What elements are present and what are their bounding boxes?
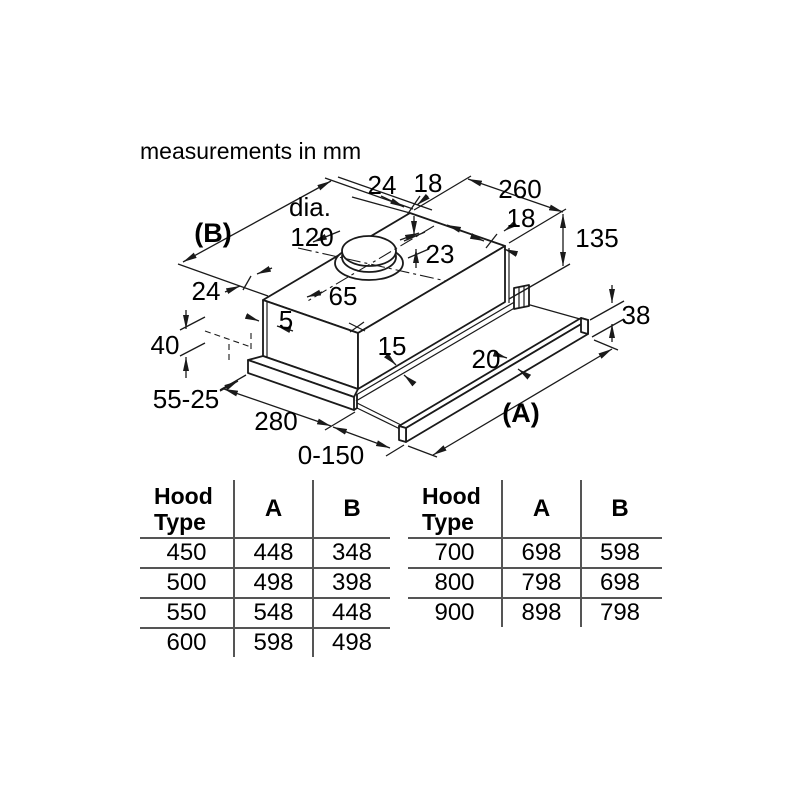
- label-back-24: 24: [192, 276, 221, 306]
- mounting-bracket: [513, 284, 530, 310]
- label-rail-15: 15: [378, 331, 407, 361]
- label-overall-b: (B): [194, 218, 231, 248]
- cell: 448: [331, 599, 373, 626]
- cell: 798: [599, 599, 641, 626]
- dimension-labels: (B) 24 18 260 18 135 dia. 120 23 65 24 5…: [151, 168, 651, 470]
- cell: 800: [408, 569, 503, 597]
- label-top-24: 24: [368, 170, 397, 200]
- cell: 398: [331, 569, 373, 596]
- hood-dimension-diagram: measurements in mm: [140, 138, 651, 470]
- cell: 598: [235, 629, 314, 657]
- phantom-lines: [204, 330, 252, 361]
- header-a: A: [235, 480, 314, 537]
- cell: 498: [331, 629, 373, 656]
- label-adjust-range: 55-25: [153, 384, 220, 414]
- cell: 700: [408, 539, 503, 567]
- hood-type-table-small: Hood Type A B 450 448 348 500 498 398 55…: [140, 480, 390, 657]
- table-row: 700 698 598: [408, 537, 662, 567]
- label-bar-38: 38: [622, 300, 651, 330]
- cell: 450: [140, 539, 235, 567]
- mounting-mark: [348, 321, 366, 333]
- table-row: 800 798 698: [408, 567, 662, 597]
- duct-collar: [334, 235, 404, 281]
- cell: 600: [140, 629, 235, 657]
- cell: 898: [503, 599, 582, 627]
- header-hood-type: Hood Type: [140, 480, 235, 537]
- label-overall-a: (A): [502, 398, 539, 428]
- cell: 598: [599, 539, 641, 566]
- label-collar-23: 23: [426, 239, 455, 269]
- table-row: 500 498 398: [140, 567, 390, 597]
- cell: 550: [140, 599, 235, 627]
- table-row: 600 598 498: [140, 627, 390, 657]
- table-header: Hood Type A B: [140, 480, 390, 537]
- cell: 548: [235, 599, 314, 627]
- label-dia-value: 120: [290, 222, 333, 252]
- label-adjust-40: 40: [151, 330, 180, 360]
- header-b: B: [343, 494, 361, 522]
- cell: 448: [235, 539, 314, 567]
- label-dia-word: dia.: [289, 192, 331, 222]
- label-bar-20: 20: [472, 344, 501, 374]
- label-height-135: 135: [575, 223, 618, 253]
- label-lip-5: 5: [279, 305, 293, 335]
- label-depth-260: 260: [498, 174, 541, 204]
- table-row: 900 898 798: [408, 597, 662, 627]
- cell: 698: [503, 539, 582, 567]
- cell: 500: [140, 569, 235, 597]
- cell: 698: [599, 569, 641, 596]
- label-pullout-range: 0-150: [298, 440, 365, 470]
- header-b: B: [611, 494, 629, 522]
- label-center-65: 65: [329, 281, 358, 311]
- cell: 900: [408, 599, 503, 627]
- header-a: A: [503, 480, 582, 537]
- label-edge-18: 18: [507, 203, 536, 233]
- dimension-lines: [177, 175, 625, 458]
- hood-type-table-large: Hood Type A B 700 698 598 800 798 698 90…: [408, 480, 662, 627]
- table-header: Hood Type A B: [408, 480, 662, 537]
- table-row: 550 548 448: [140, 597, 390, 627]
- label-housing-280: 280: [254, 406, 297, 436]
- table-row: 450 448 348: [140, 537, 390, 567]
- cell: 498: [235, 569, 314, 597]
- page-title: measurements in mm: [140, 138, 361, 164]
- cell: 798: [503, 569, 582, 597]
- header-hood-type: Hood Type: [408, 480, 503, 537]
- label-top-18: 18: [414, 168, 443, 198]
- cell: 348: [331, 539, 373, 566]
